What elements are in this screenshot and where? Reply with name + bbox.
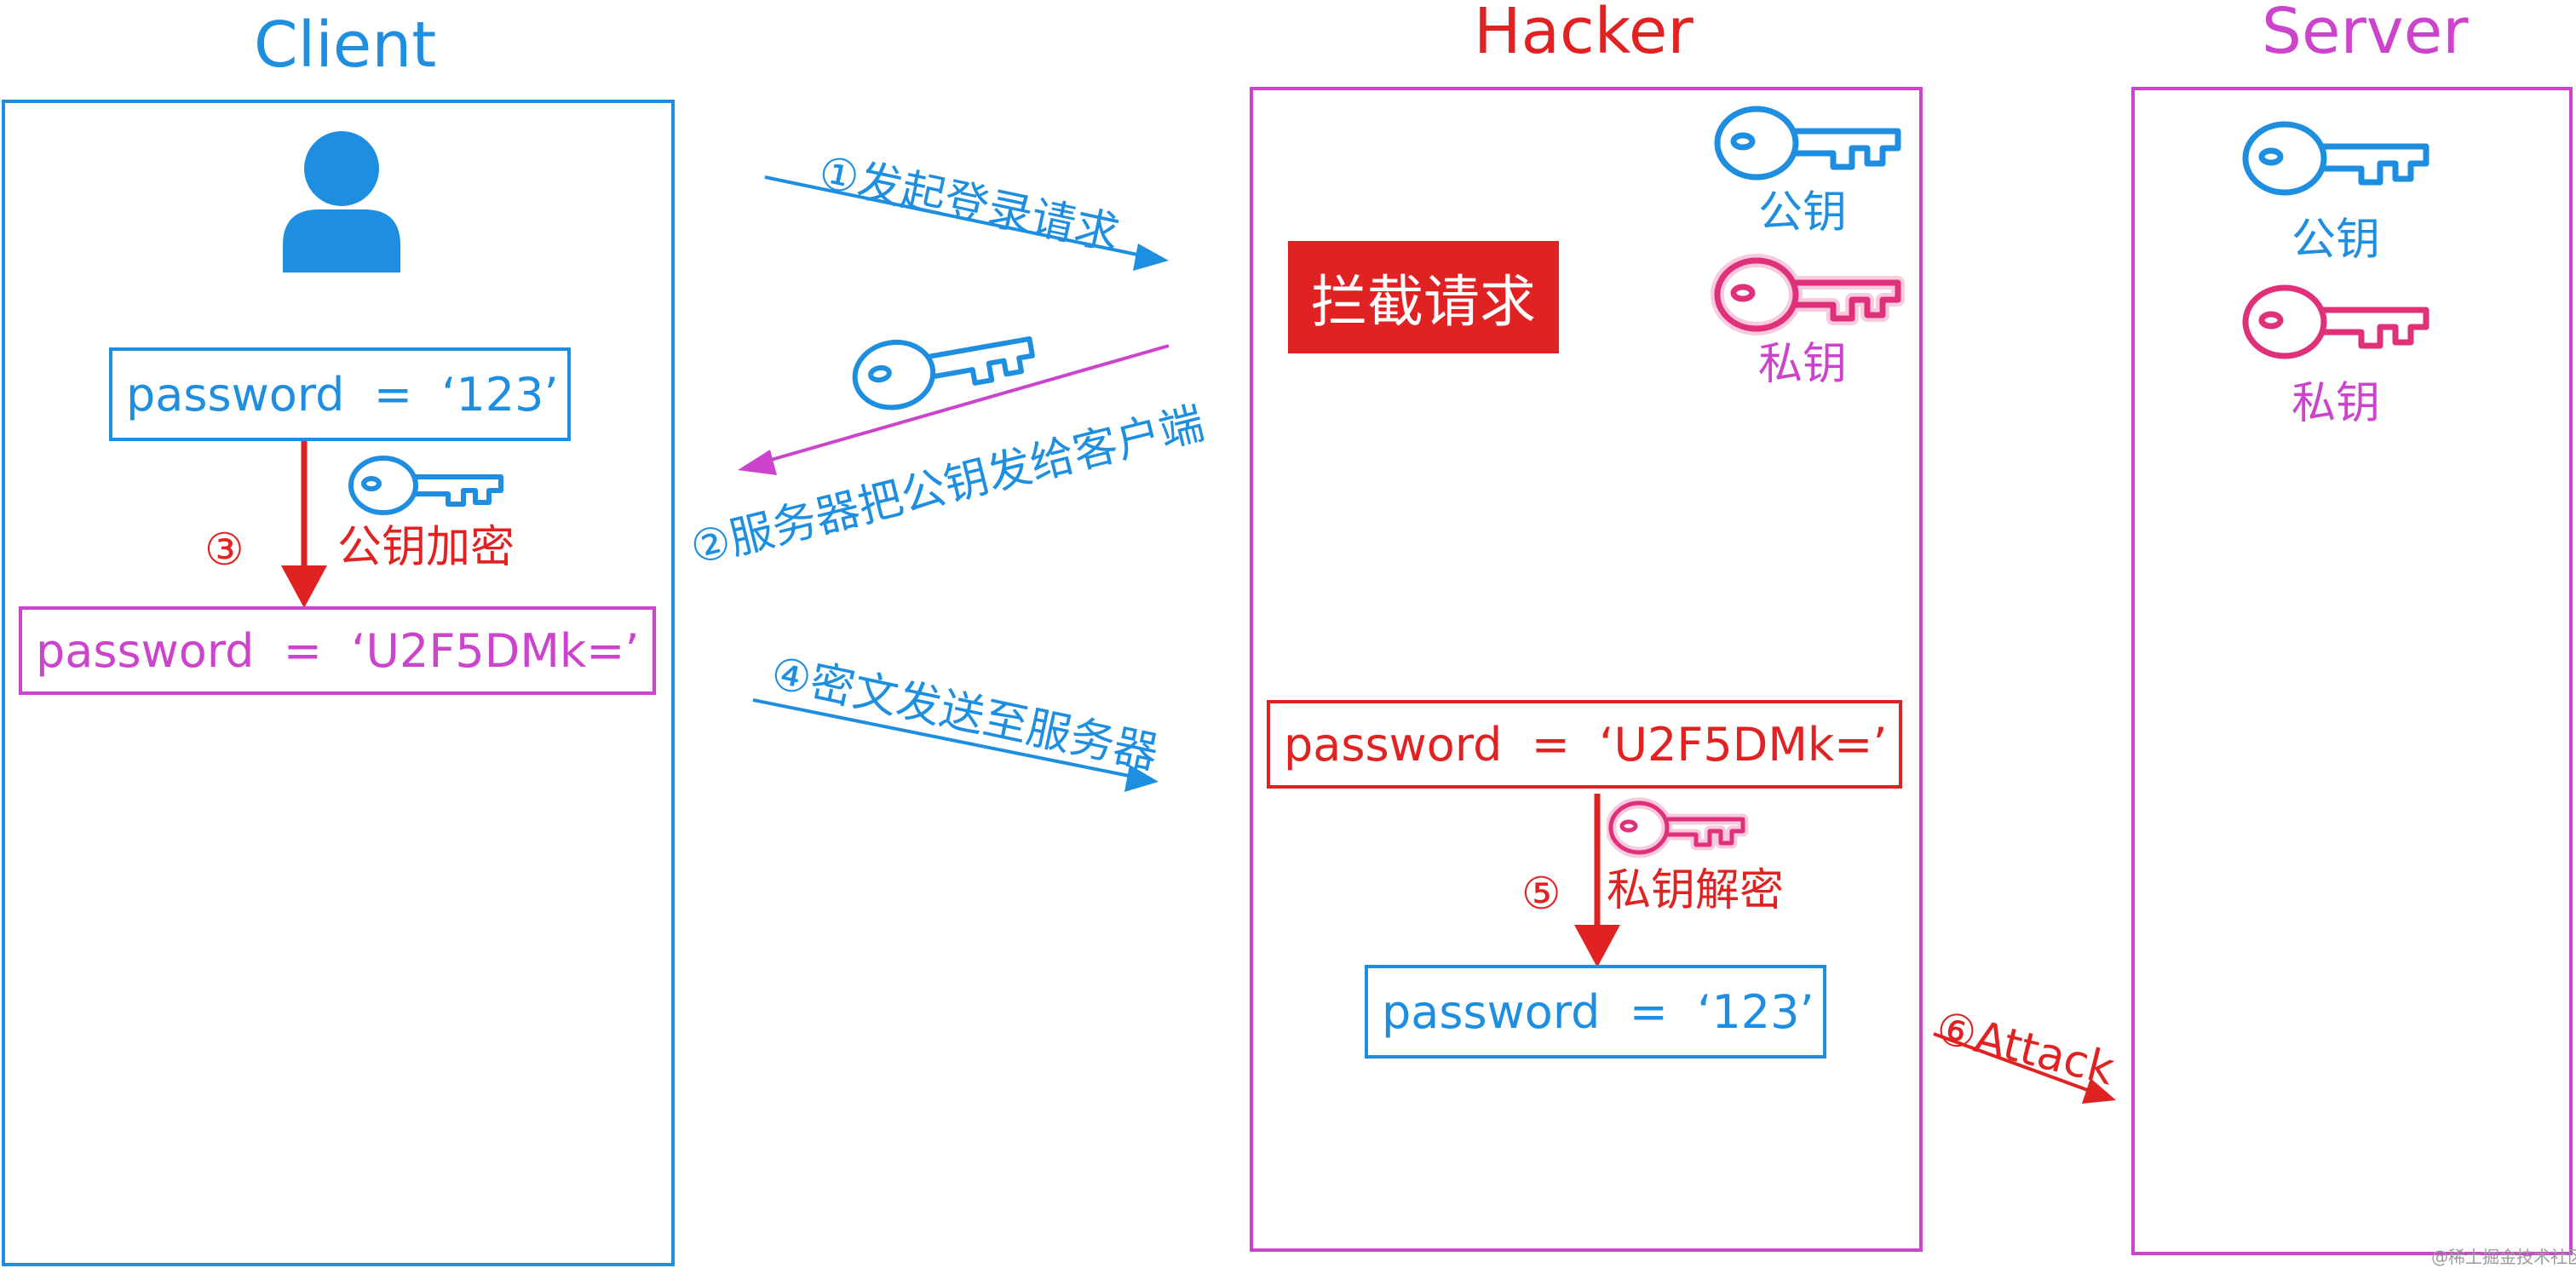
hacker-password-plain: password = ‘123’ — [1365, 965, 1826, 1059]
public-key-icon — [348, 456, 503, 515]
client-password-plain: password = ‘123’ — [109, 347, 571, 441]
user-icon — [283, 131, 400, 273]
server-public-key-icon — [2242, 121, 2429, 196]
client-encrypt-arrow — [281, 441, 327, 608]
server-public-key-label: 公钥 — [2291, 215, 2381, 266]
client-panel — [2, 100, 675, 1266]
step5-number: ⑤ — [1521, 869, 1561, 920]
hacker-public-key-label: 公钥 — [1758, 187, 1848, 238]
hacker-decrypt-key-icon — [1607, 797, 1749, 858]
client-title: Client — [254, 9, 437, 82]
hacker-title: Hacker — [1474, 0, 1693, 68]
hacker-private-key-icon — [1711, 254, 1905, 336]
step2-key-icon — [852, 336, 1035, 410]
hacker-password-cipher: password = ‘U2F5DMk=’ — [1267, 700, 1902, 789]
step5-label: 私钥解密 — [1607, 865, 1785, 916]
client-password-cipher: password = ‘U2F5DMk=’ — [19, 606, 656, 695]
intercept-badge: 拦截请求 — [1288, 241, 1559, 353]
watermark: @稀土掘金技术社区 — [2431, 1247, 2576, 1267]
step3-number: ③ — [204, 525, 244, 576]
hacker-public-key-icon — [1714, 106, 1901, 181]
server-private-key-label: 私钥 — [2291, 378, 2381, 429]
step3-label: 公钥加密 — [337, 522, 515, 573]
server-title: Server — [2262, 0, 2469, 68]
hacker-private-key-label: 私钥 — [1758, 339, 1848, 390]
server-private-key-icon — [2242, 284, 2429, 359]
server-panel — [2131, 87, 2573, 1255]
hacker-decrypt-arrow — [1574, 794, 1620, 967]
hacker-panel — [1250, 87, 1923, 1252]
